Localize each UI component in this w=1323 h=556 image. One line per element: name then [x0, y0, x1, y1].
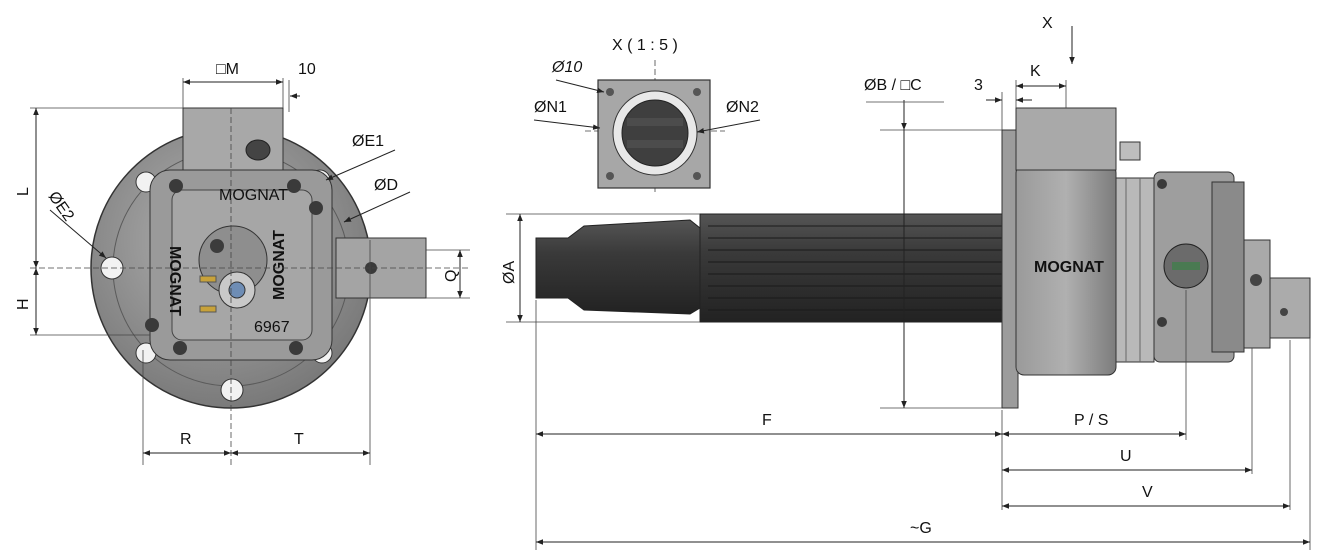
- socket-screw: [245, 139, 271, 161]
- side-terminal-block: [1243, 239, 1271, 349]
- dim-label-d: ØD: [374, 177, 398, 194]
- side-label-u: U: [1120, 448, 1132, 465]
- dim-label-10: 10: [298, 61, 316, 78]
- detail-label-d10: Ø10: [551, 59, 582, 76]
- dim-label-r: R: [180, 431, 192, 448]
- front-center-shaft: [228, 281, 246, 299]
- detail-corner-hole-1: [606, 88, 614, 96]
- plate-bolt-3: [309, 201, 323, 215]
- control-head-cap: [1211, 181, 1245, 353]
- side-label-3: 3: [974, 77, 983, 94]
- detail-x: X ( 1 : 5 ) Ø10 ØN1 ØN2: [533, 37, 761, 195]
- dim-label-t: T: [294, 431, 304, 448]
- side-logo: MOGNAT: [1034, 259, 1104, 276]
- detail-x-title: X ( 1 : 5 ): [612, 37, 678, 54]
- dim-label-l: L: [15, 187, 32, 196]
- finned-tube: [699, 213, 1005, 323]
- side-label-g: ~G: [910, 520, 932, 537]
- sight-glass-indicator: [1172, 262, 1200, 270]
- front-contact-2: [199, 305, 217, 313]
- dim-label-e2: ØE2: [45, 189, 77, 225]
- detail-corner-hole-4: [693, 172, 701, 180]
- flange-hole-bottom: [220, 378, 244, 402]
- plate-bolt-4: [145, 318, 159, 332]
- detail-bore-highlight-2: [627, 140, 683, 148]
- dim-label-e1: ØE1: [352, 133, 384, 150]
- head-bolt-1: [1157, 179, 1167, 189]
- intermediate-ring: [1115, 177, 1155, 363]
- detail-corner-hole-2: [693, 88, 701, 96]
- detail-corner-hole-3: [606, 172, 614, 180]
- plate-bolt-5: [173, 341, 187, 355]
- front-logo-top: MOGNAT: [219, 187, 288, 204]
- front-small-knob: [210, 239, 224, 253]
- side-label-a: ØA: [501, 261, 518, 284]
- front-logo-left: MOGNAT: [166, 246, 183, 316]
- plate-bolt-1: [169, 179, 183, 193]
- tube-fins: [708, 225, 1002, 311]
- head-bolt-2: [1157, 317, 1167, 327]
- detail-label-n2: ØN2: [726, 99, 759, 116]
- detail-label-n1: ØN1: [534, 99, 567, 116]
- front-logo-right: MOGNAT: [271, 230, 288, 300]
- detail-bore-highlight: [627, 118, 683, 126]
- housing-socket-nut: [1119, 141, 1141, 161]
- side-label-ps: P / S: [1074, 412, 1108, 429]
- front-contact-1: [199, 275, 217, 283]
- plate-bolt-6: [289, 341, 303, 355]
- side-label-f: F: [762, 412, 772, 429]
- dim-label-h: H: [15, 298, 32, 310]
- side-label-k: K: [1030, 63, 1041, 80]
- side-terminal-connector: [1269, 277, 1311, 339]
- terminal-screw: [365, 262, 377, 274]
- detail-bore: [621, 99, 689, 167]
- side-label-v: V: [1142, 484, 1153, 501]
- plate-bolt-2: [287, 179, 301, 193]
- front-plate-number: 6967: [254, 319, 290, 336]
- side-label-x: X: [1042, 15, 1053, 32]
- side-view: MOGNAT X K 3 ØB / □C: [501, 15, 1311, 550]
- front-top-socket: [182, 107, 284, 179]
- dim-label-q: Q: [443, 270, 460, 282]
- tube-nose: [535, 219, 701, 315]
- dim-label-m: □M: [216, 61, 239, 78]
- side-label-bc: ØB / □C: [864, 77, 922, 94]
- front-view: MOGNAT MOGNAT MOGNAT 6967 □M 10 ØE1 ØD Ø…: [15, 61, 470, 465]
- housing-top-socket: [1015, 107, 1117, 171]
